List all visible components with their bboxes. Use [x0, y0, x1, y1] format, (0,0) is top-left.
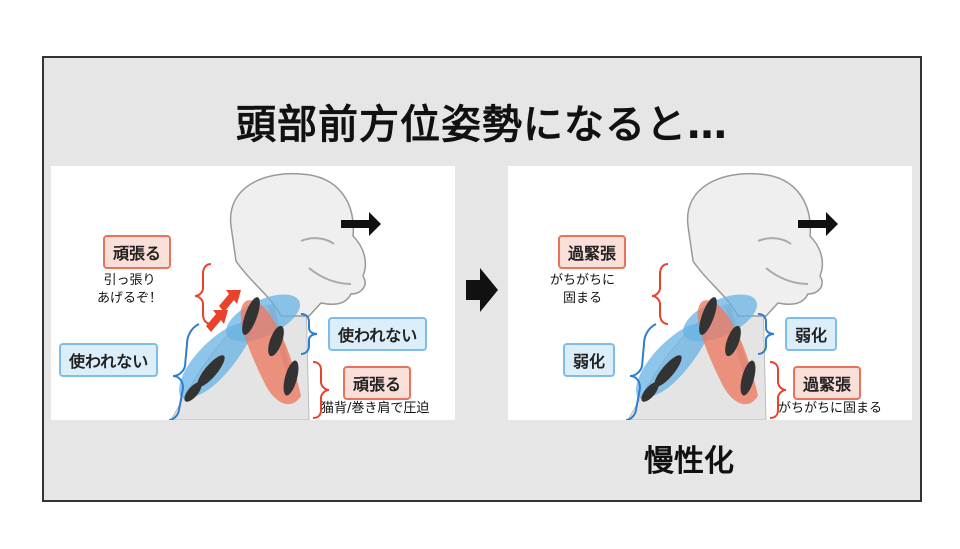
right-side-label: 使われない — [328, 317, 428, 351]
right-right-side-label: 弱化 — [785, 317, 838, 351]
right-blue-brace — [300, 313, 318, 355]
diagram-title: 頭部前方位姿勢になると… — [236, 102, 728, 148]
top-red-brace — [651, 263, 669, 325]
right-top-note: がちがちに 固まる — [550, 272, 615, 308]
right-top-note-line1: がちがちに — [550, 273, 616, 288]
forward-direction-arrow — [341, 212, 381, 236]
transition-arrow-icon — [466, 268, 498, 312]
left-blue-brace — [168, 323, 200, 420]
forward-direction-arrow — [798, 212, 838, 236]
right-illustration-panel: 過緊張 がちがちに 固まる 弱化 弱化 過緊張 がちがちに固まる — [508, 166, 912, 420]
left-top-label: 頑張る — [103, 235, 172, 269]
left-bottom-note: 猫背/巻き肩で圧迫 — [321, 401, 430, 416]
left-illustration-panel: 頑張る 引っ張り あげるぞ！ 使われない 使われない 頑張る 猫背/巻き肩で圧迫 — [51, 166, 455, 420]
left-neck-illustration — [168, 172, 381, 420]
left-top-note: 引っ張り あげるぞ！ — [97, 272, 162, 308]
left-bottom-label: 頑張る — [343, 366, 412, 400]
left-blue-brace — [625, 323, 657, 420]
pull-up-arrow-2 — [206, 310, 228, 332]
skull-icon — [229, 172, 367, 317]
right-top-label: 過緊張 — [558, 235, 627, 269]
left-side-label: 使われない — [59, 343, 159, 377]
right-neck-illustration — [625, 172, 838, 420]
top-red-brace — [194, 263, 212, 325]
right-top-note-line2: 固まる — [563, 291, 603, 306]
left-top-note-line2: あげるぞ！ — [97, 291, 163, 306]
result-text: 慢性化 — [644, 444, 734, 479]
diagram-frame: 頭部前方位姿勢になると… — [42, 56, 922, 502]
right-left-side-label: 弱化 — [563, 343, 616, 377]
right-bottom-note: がちがちに固まる — [778, 401, 883, 416]
bottom-red-brace — [769, 361, 787, 419]
right-bottom-label: 過緊張 — [793, 366, 862, 400]
skull-icon — [686, 172, 824, 317]
left-top-note-line1: 引っ張り — [103, 273, 156, 288]
bottom-red-brace — [312, 361, 330, 419]
right-blue-brace — [757, 313, 775, 355]
pull-up-arrow-1 — [219, 290, 241, 312]
